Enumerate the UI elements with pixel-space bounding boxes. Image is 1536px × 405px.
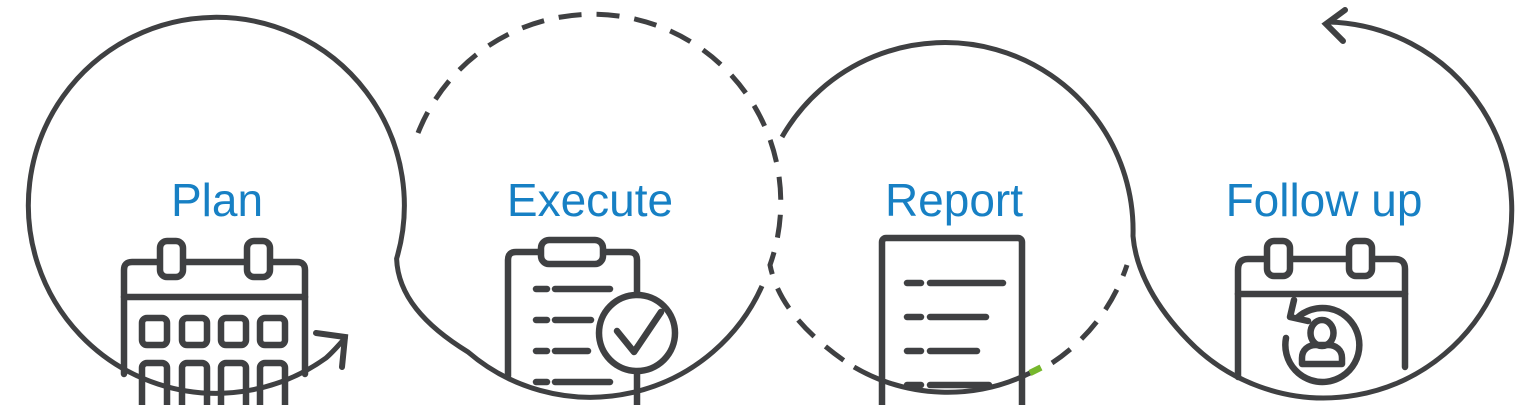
person-shoulders: [1298, 341, 1346, 368]
check-circle: [595, 291, 679, 375]
checkmark-icon: [613, 308, 665, 356]
calendar-icon: [120, 237, 309, 405]
loop-arrow-icon: [1321, 7, 1348, 44]
step-follow-up: Follow up: [1226, 174, 1423, 386]
solid-circle-plan-to-execute: [25, 14, 765, 400]
step-execute: Execute: [504, 174, 679, 405]
flow-line-solid: [25, 7, 1515, 401]
report-document-icon: [878, 234, 1026, 405]
calendar-refresh-person-icon: [1234, 237, 1409, 386]
step-label-follow-up: Follow up: [1226, 174, 1423, 226]
green-accent-tick: [1028, 364, 1043, 376]
refresh-arrow-icon: [1286, 296, 1312, 325]
dashed-circle-execute: [415, 11, 848, 365]
solid-arc-report-bottom: [852, 364, 1032, 395]
solid-arc-report-to-followup: [779, 19, 1515, 401]
refresh-circle: [1282, 304, 1363, 386]
step-label-plan: Plan: [171, 174, 263, 226]
flow-line-dashed: [415, 11, 1130, 366]
step-plan: Plan: [120, 174, 309, 405]
step-report: Report: [878, 174, 1026, 405]
step-label-execute: Execute: [507, 174, 673, 226]
clipboard-check-icon: [504, 236, 679, 405]
step-label-report: Report: [885, 174, 1023, 226]
step-arrow-icon: [313, 330, 349, 370]
dashed-arc-report-right: [1050, 264, 1130, 366]
